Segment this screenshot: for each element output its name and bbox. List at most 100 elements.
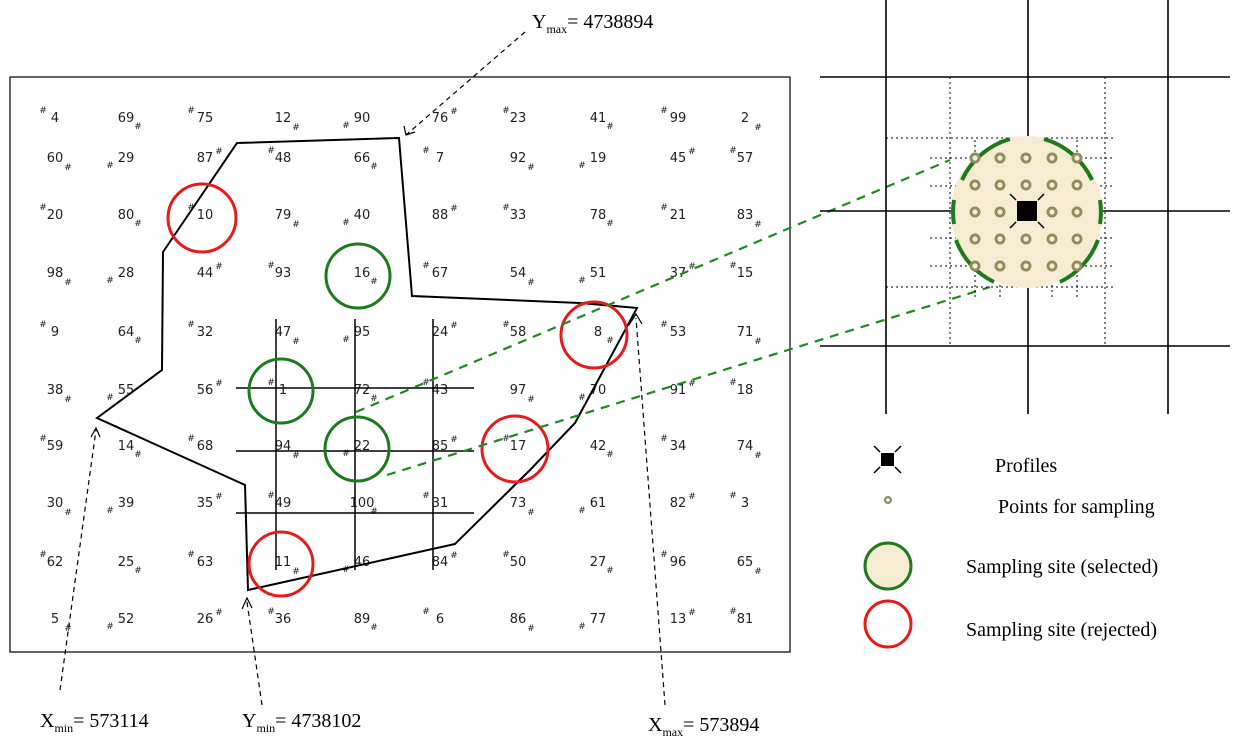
grid-number: 63	[197, 555, 214, 570]
grid-point-marker: #	[502, 434, 510, 444]
grid-point-marker: #	[292, 220, 300, 230]
selected-site-22	[323, 415, 391, 483]
inset-sampling-point	[1071, 152, 1083, 164]
grid-number: 89	[354, 612, 371, 627]
grid-number: 56	[197, 383, 214, 398]
grid-point-marker: #	[134, 336, 142, 346]
grid-point-marker: #	[342, 449, 350, 459]
grid-number: 80	[118, 208, 135, 223]
grid-number: 17	[510, 439, 527, 454]
grid-point-marker: #	[292, 123, 300, 133]
grid-number: 48	[275, 151, 292, 166]
grid-number: 38	[47, 383, 64, 398]
grid-point-marker: #	[187, 550, 195, 560]
grid-point-marker: #	[450, 107, 458, 117]
inset-sampling-point	[1071, 206, 1083, 218]
legend: Profiles Points for sampling Sampling si…	[863, 445, 1158, 649]
grid-point-marker: #	[754, 123, 762, 133]
zoom-link-lines	[355, 158, 991, 477]
grid-number: 45	[670, 151, 687, 166]
selected-site-1	[247, 357, 315, 425]
inset-sampling-point	[994, 206, 1006, 218]
grid-point-marker: #	[106, 393, 114, 403]
grid-point-marker: #	[606, 450, 614, 460]
grid-point-marker: #	[267, 378, 275, 388]
grid-number: 8	[594, 325, 602, 340]
rejected-site-11	[247, 530, 315, 598]
legend-points-label: Points for sampling	[998, 496, 1155, 518]
grid-number: 35	[197, 496, 214, 511]
inset-sampling-point	[1071, 179, 1083, 191]
inset-sampling-point	[1046, 206, 1058, 218]
inset-sampling-point	[994, 260, 1006, 272]
grid-number: 1	[279, 383, 287, 398]
grid-number: 50	[510, 555, 527, 570]
grid-point-marker: #	[134, 450, 142, 460]
grid-point-marker: #	[187, 203, 195, 213]
grid-number: 39	[118, 496, 135, 511]
grid-number: 19	[590, 151, 607, 166]
grid-point-marker: #	[215, 608, 223, 618]
number-grid: 4#69#75#12#90#76#23#41#99#2#60#29#87#48#…	[39, 106, 762, 634]
grid-point-marker: #	[754, 220, 762, 230]
grid-point-marker: #	[64, 395, 72, 405]
grid-point-marker: #	[267, 146, 275, 156]
grid-number: 57	[737, 151, 754, 166]
grid-number: 5	[51, 612, 59, 627]
grid-point-marker: #	[64, 278, 72, 288]
grid-point-marker: #	[450, 435, 458, 445]
grid-number: 91	[670, 383, 687, 398]
grid-point-marker: #	[729, 378, 737, 388]
grid-number: 54	[510, 266, 527, 281]
grid-point-marker: #	[660, 550, 668, 560]
grid-point-marker: #	[342, 218, 350, 228]
grid-number: 59	[47, 439, 64, 454]
grid-point-marker: #	[754, 567, 762, 577]
legend-rejected-label: Sampling site (rejected)	[966, 619, 1157, 641]
grid-number: 44	[197, 266, 214, 281]
grid-point-marker: #	[688, 262, 696, 272]
grid-number: 7	[436, 151, 444, 166]
grid-point-marker: #	[64, 624, 72, 634]
grid-number: 4	[51, 111, 59, 126]
grid-number: 49	[275, 496, 292, 511]
grid-point-marker: #	[527, 624, 535, 634]
grid-point-marker: #	[754, 451, 762, 461]
grid-number: 84	[432, 555, 449, 570]
grid-point-marker: #	[578, 506, 586, 516]
grid-number: 43	[432, 383, 449, 398]
grid-number: 23	[510, 111, 527, 126]
grid-number: 53	[670, 325, 687, 340]
inset-sampling-point	[969, 206, 981, 218]
grid-number: 11	[275, 555, 292, 570]
grid-point-marker: #	[187, 434, 195, 444]
grid-number: 78	[590, 208, 607, 223]
points-legend-icon	[884, 496, 892, 504]
grid-number: 9	[51, 325, 59, 340]
grid-number: 77	[590, 612, 607, 627]
grid-point-marker: #	[450, 204, 458, 214]
inset-profile-marker	[1009, 193, 1045, 229]
grid-number: 36	[275, 612, 292, 627]
grid-point-marker: #	[39, 106, 47, 116]
grid-number: 25	[118, 555, 135, 570]
grid-point-marker: #	[422, 146, 430, 156]
grid-number: 12	[275, 111, 292, 126]
grid-number: 62	[47, 555, 64, 570]
grid-number: 87	[197, 151, 214, 166]
grid-point-marker: #	[292, 567, 300, 577]
grid-point-marker: #	[660, 203, 668, 213]
grid-point-marker: #	[215, 147, 223, 157]
grid-number: 88	[432, 208, 449, 223]
inset-sampling-point	[1071, 233, 1083, 245]
grid-number: 96	[670, 555, 687, 570]
grid-point-marker: #	[422, 378, 430, 388]
inset-sampling-point	[1020, 179, 1032, 191]
callout-arrows	[59, 31, 666, 706]
grid-point-marker: #	[215, 492, 223, 502]
grid-number: 41	[590, 111, 607, 126]
callout-arrowheads	[90, 125, 643, 610]
grid-number: 82	[670, 496, 687, 511]
rejected-site-8	[559, 300, 629, 370]
